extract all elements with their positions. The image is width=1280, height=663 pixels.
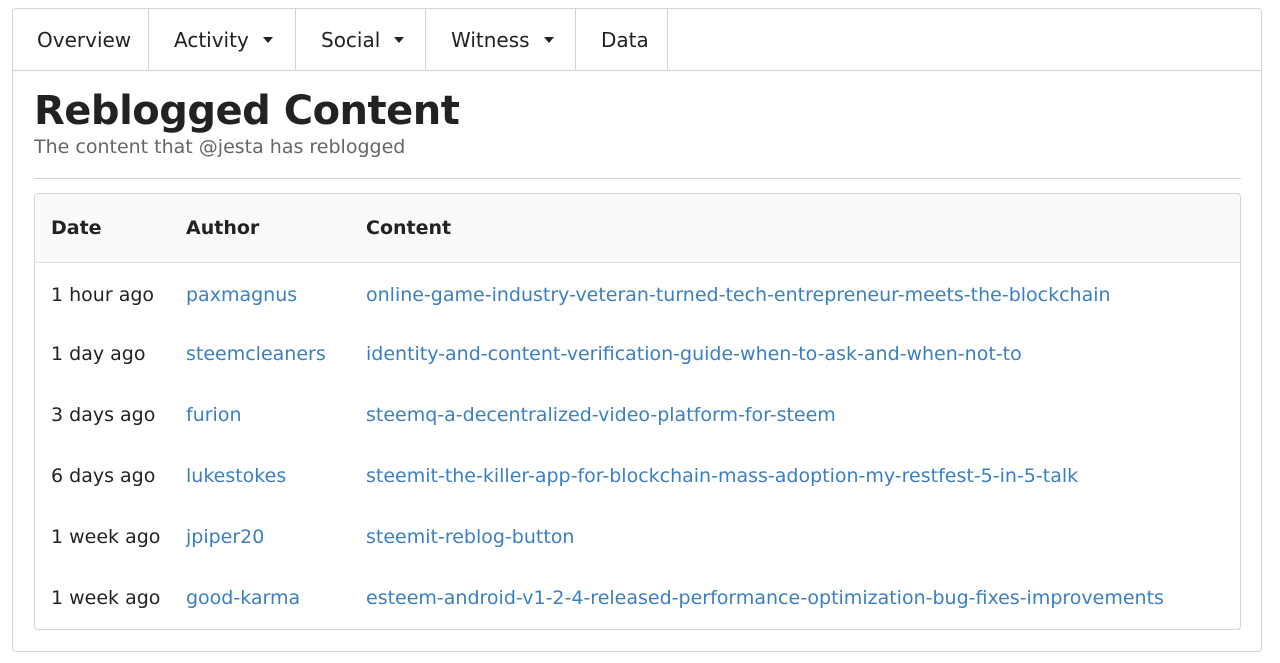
column-header-date: Date [51, 216, 102, 239]
page-subtitle: The content that @jesta has reblogged [34, 136, 406, 158]
row-content-link[interactable]: steemq-a-decentralized-video-platform-fo… [366, 403, 836, 426]
tab-witness-label: Witness [451, 27, 530, 52]
table-header-row: Date Author Content [35, 194, 1240, 262]
row-content-link[interactable]: steemit-reblog-button [366, 525, 575, 548]
row-author-link[interactable]: good-karma [186, 586, 301, 609]
row-date: 3 days ago [51, 403, 156, 426]
table-row: 3 days ago furion steemq-a-decentralized… [35, 384, 1240, 445]
row-author-link[interactable]: lukestokes [186, 464, 287, 487]
row-date: 1 week ago [51, 586, 161, 609]
tab-activity-label: Activity [174, 27, 249, 52]
row-content-link[interactable]: steemit-the-killer-app-for-blockchain-ma… [366, 464, 1079, 487]
tab-menu: Overview Activity Social Witness Data [13, 9, 1261, 71]
page-header: Reblogged Content The content that @jest… [34, 87, 1241, 159]
row-author-link[interactable]: steemcleaners [186, 342, 326, 365]
row-author-link[interactable]: paxmagnus [186, 283, 298, 306]
tab-witness[interactable]: Witness [426, 9, 576, 70]
tab-social[interactable]: Social [296, 9, 426, 70]
table-row: 6 days ago lukestokes steemit-the-killer… [35, 445, 1240, 506]
tab-social-label: Social [321, 27, 381, 52]
caret-down-icon [262, 36, 273, 43]
caret-down-icon [394, 36, 405, 43]
table-row: 1 day ago steemcleaners identity-and-con… [35, 323, 1240, 384]
tab-activity[interactable]: Activity [149, 9, 296, 70]
reblog-table: Date Author Content 1 hour ago paxmagnus… [35, 194, 1240, 628]
profile-panel: Overview Activity Social Witness Data Re… [12, 8, 1262, 652]
row-content-link[interactable]: online-game-industry-veteran-turned-tech… [366, 283, 1111, 306]
column-header-content: Content [366, 216, 452, 239]
row-date: 1 hour ago [51, 283, 155, 306]
tab-data[interactable]: Data [576, 9, 668, 70]
row-date: 6 days ago [51, 464, 156, 487]
tab-overview-label: Overview [37, 27, 132, 52]
row-content-link[interactable]: esteem-android-v1-2-4-released-performan… [366, 586, 1164, 609]
row-author-link[interactable]: furion [186, 403, 242, 426]
column-header-author: Author [186, 216, 260, 239]
table-row: 1 hour ago paxmagnus online-game-industr… [35, 262, 1240, 323]
row-date: 1 week ago [51, 525, 161, 548]
caret-down-icon [543, 36, 554, 43]
header-divider [34, 178, 1241, 179]
row-content-link[interactable]: identity-and-content-verification-guide-… [366, 342, 1022, 365]
page-title: Reblogged Content [34, 88, 460, 134]
table-row: 1 week ago good-karma esteem-android-v1-… [35, 567, 1240, 628]
reblog-table-container: Date Author Content 1 hour ago paxmagnus… [34, 193, 1241, 630]
table-row: 1 week ago jpiper20 steemit-reblog-butto… [35, 506, 1240, 567]
tab-overview[interactable]: Overview [13, 9, 149, 70]
tab-data-label: Data [601, 27, 649, 52]
row-author-link[interactable]: jpiper20 [186, 525, 265, 548]
row-date: 1 day ago [51, 342, 146, 365]
